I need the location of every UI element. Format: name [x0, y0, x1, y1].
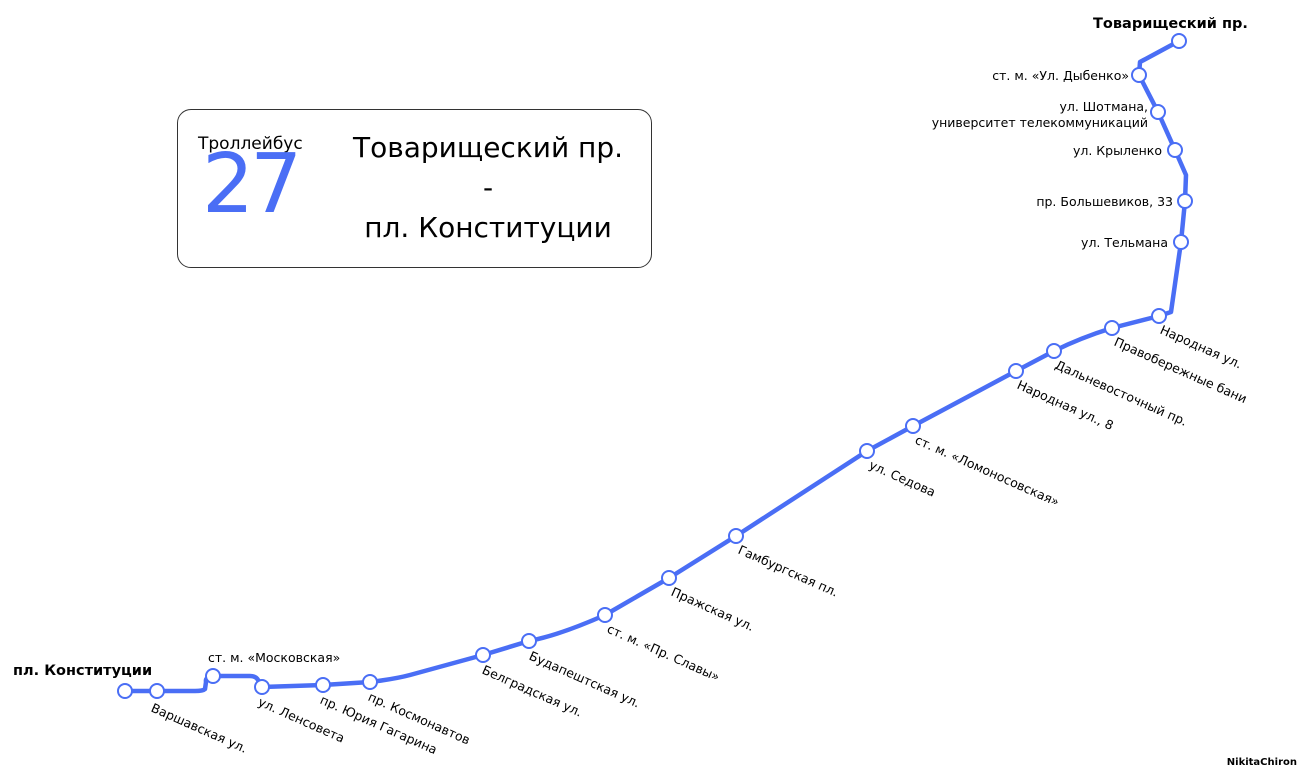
stop-label: ст. м. «Ул. Дыбенко» — [992, 68, 1129, 83]
stop-marker[interactable] — [1046, 343, 1062, 359]
stop-marker[interactable] — [1171, 33, 1187, 49]
stop-label: ул. Шотмана, университет телекоммуникаци… — [932, 99, 1148, 131]
stop-marker[interactable] — [728, 528, 744, 544]
stop-marker[interactable] — [1177, 193, 1193, 209]
route-title-card: Троллейбус 27 Товарищеский пр. - пл. Кон… — [177, 109, 652, 268]
stop-marker[interactable] — [362, 674, 378, 690]
terminal-north: Товарищеский пр. — [1093, 16, 1248, 32]
stop-marker[interactable] — [1150, 104, 1166, 120]
stop-marker[interactable] — [149, 683, 165, 699]
stop-marker[interactable] — [859, 443, 875, 459]
stop-marker[interactable] — [1151, 308, 1167, 324]
stop-marker[interactable] — [905, 418, 921, 434]
terminal-south: пл. Конституции — [13, 663, 153, 679]
stop-marker[interactable] — [597, 607, 613, 623]
stop-marker[interactable] — [117, 683, 133, 699]
stop-marker[interactable] — [1167, 142, 1183, 158]
stop-label: пр. Большевиков, 33 — [1036, 194, 1173, 209]
stop-marker[interactable] — [475, 647, 491, 663]
stop-marker[interactable] — [1173, 234, 1189, 250]
stop-marker[interactable] — [315, 677, 331, 693]
stop-label: ул. Тельмана — [1081, 235, 1168, 250]
route-endpoints: Товарищеский пр. - пл. Конституции — [328, 128, 648, 248]
stop-marker[interactable] — [661, 570, 677, 586]
route-separator: - — [482, 171, 494, 204]
stop-marker[interactable] — [254, 679, 270, 695]
stop-label-line1: ул. Шотмана, — [1059, 99, 1148, 114]
route-number: 27 — [202, 137, 302, 232]
stop-marker[interactable] — [1131, 67, 1147, 83]
route-from: Товарищеский пр. — [352, 131, 624, 164]
stop-marker[interactable] — [521, 633, 537, 649]
stop-marker[interactable] — [1008, 363, 1024, 379]
stop-marker[interactable] — [205, 668, 221, 684]
route-to: пл. Конституции — [364, 211, 612, 244]
stop-label: ст. м. «Московская» — [208, 650, 341, 665]
vehicle-type: Троллейбус — [198, 134, 303, 154]
author-credit: NikitaChiron — [1226, 757, 1297, 768]
route-line — [122, 38, 1189, 694]
stop-marker[interactable] — [1104, 320, 1120, 336]
stop-label: ул. Крыленко — [1072, 143, 1162, 158]
stop-label-line2: университет телекоммуникаций — [931, 115, 1148, 130]
